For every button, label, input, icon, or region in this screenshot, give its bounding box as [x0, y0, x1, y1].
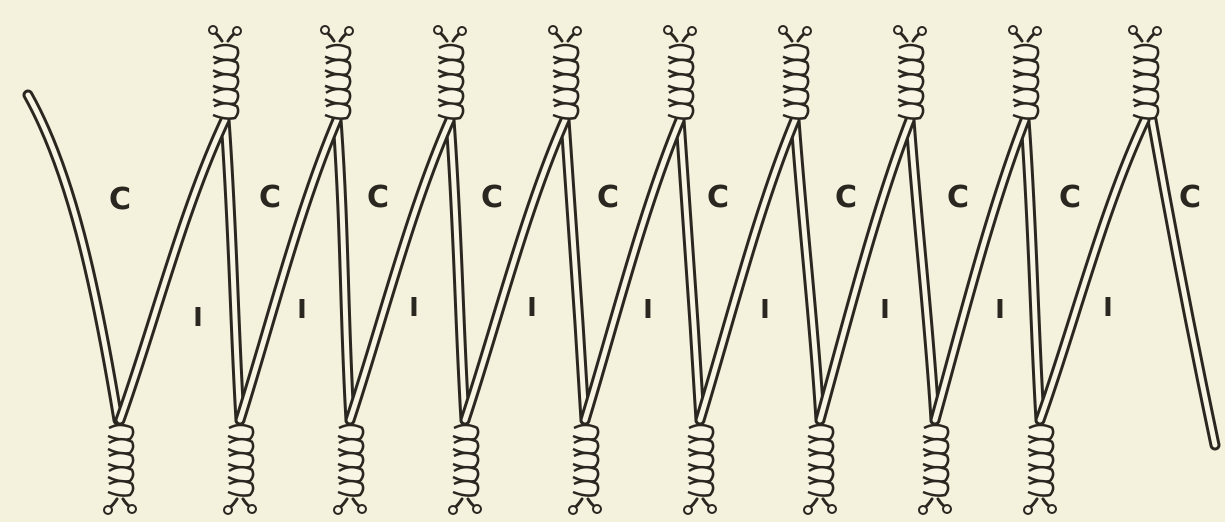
wrapped-end-bottom [919, 425, 951, 514]
intermittent-strand [820, 120, 910, 420]
intermittent-strand [350, 120, 450, 420]
intermittent-strand [700, 120, 795, 420]
wrapped-end-bottom [684, 425, 716, 514]
continuous-strand-left-end [28, 95, 118, 420]
wrapped-end-top [321, 26, 353, 119]
continuous-strand [450, 120, 465, 420]
wrapped-end-top [434, 26, 466, 119]
wrapped-end-bottom [224, 425, 256, 514]
wrapped-end-bottom [569, 425, 601, 514]
wrapped-end-top [209, 26, 241, 119]
continuous-strand [225, 120, 240, 420]
wrapped-end-bottom [804, 425, 836, 514]
intermittent-strand [465, 120, 565, 420]
continuous-strand [910, 120, 935, 420]
wrapped-end-top [894, 26, 926, 119]
intermittent-strand [1040, 120, 1145, 420]
continuous-strand [795, 120, 820, 420]
continuous-strand-right-end [1152, 120, 1215, 445]
wrapped-end-bottom [1024, 425, 1056, 514]
intermittent-strand [585, 120, 680, 420]
wrapped-end-bottom [104, 425, 136, 514]
intermittent-strand [120, 120, 225, 420]
intermittent-strand [240, 120, 337, 420]
wrapped-end-bottom [449, 425, 481, 514]
wrapped-end-top [664, 26, 696, 119]
continuous-strand [337, 120, 350, 420]
wrapped-end-top [1129, 26, 1161, 119]
wrapped-end-bottom [334, 425, 366, 514]
wrapped-end-top [779, 26, 811, 119]
wrapped-end-top [549, 26, 581, 119]
continuous-strand [680, 120, 700, 420]
wrapped-end-top [1009, 26, 1041, 119]
intermittent-strand [935, 120, 1025, 420]
continuous-strand [1025, 120, 1040, 420]
continuous-strand [565, 120, 585, 420]
